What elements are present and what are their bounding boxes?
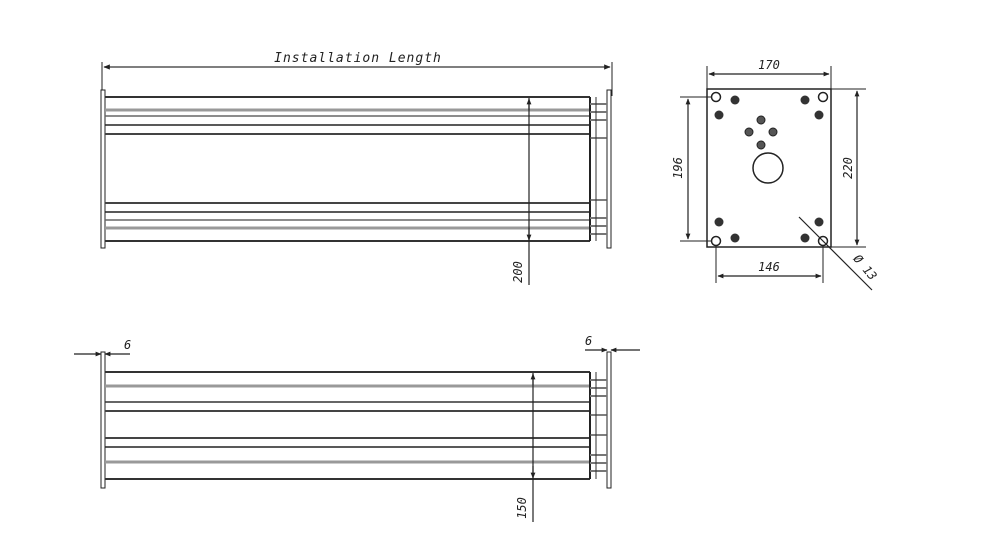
left-end-plate (100, 89, 106, 249)
width-170-label: 170 (758, 58, 780, 72)
installation-length-label: Installation Length (274, 51, 442, 66)
height-196-dimension: 196 (671, 96, 715, 242)
height-dimension-200: 200 (511, 98, 532, 285)
top-view: Installation Length (100, 51, 613, 285)
hole-diameter-label: Ø 13 (850, 252, 879, 283)
profile-body (105, 96, 607, 242)
left-thickness-dimension: 6 (74, 338, 131, 357)
height-200-label: 200 (511, 261, 525, 283)
mounting-holes (710, 91, 829, 247)
right-end-plate-bottom (606, 351, 612, 489)
height-150-label: 150 (515, 497, 529, 519)
end-plate-view: 170 220 196 146 (671, 58, 880, 291)
right-thickness-label: 6 (585, 334, 592, 348)
height-196-label: 196 (671, 157, 685, 179)
left-thickness-label: 6 (124, 338, 131, 352)
installation-length-dimension: Installation Length (101, 51, 613, 96)
width-146-dimension: 146 (715, 241, 824, 283)
right-end-plate (606, 89, 612, 249)
left-end-plate-bottom (100, 351, 106, 489)
center-hole (752, 152, 784, 184)
height-dimension-150: 150 (515, 373, 536, 522)
height-220-label: 220 (841, 157, 855, 179)
profile-body-bottom (105, 371, 607, 480)
width-170-dimension: 170 (706, 58, 832, 89)
width-146-label: 146 (758, 260, 780, 274)
bottom-view: 6 6 (74, 334, 640, 522)
right-thickness-dimension: 6 (585, 334, 640, 353)
height-220-dimension: 220 (831, 88, 866, 248)
